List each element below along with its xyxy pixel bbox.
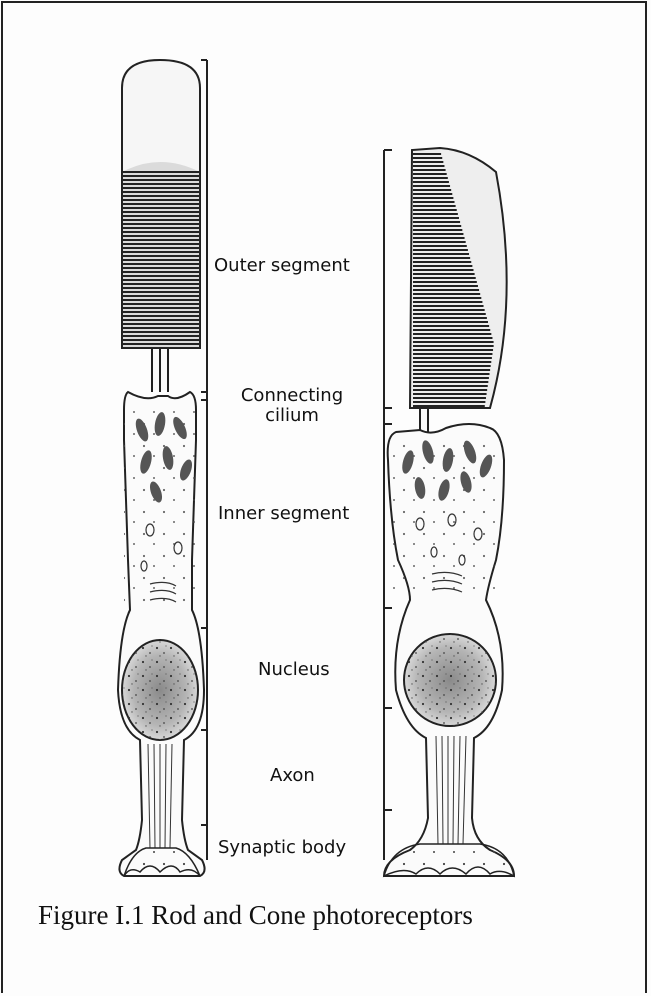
label-outer-segment: Outer segment [214, 256, 350, 276]
label-axon: Axon [270, 766, 315, 786]
rod-cell [118, 60, 205, 876]
label-synaptic-body: Synaptic body [218, 838, 346, 858]
rod-scale-bracket [201, 60, 207, 860]
cone-cell [384, 148, 514, 876]
figure-caption: Figure I.1 Rod and Cone photoreceptors [38, 900, 473, 931]
rod-connecting-cilium [152, 348, 168, 392]
label-nucleus: Nucleus [258, 660, 330, 680]
label-inner-segment: Inner segment [218, 504, 349, 524]
label-connecting: Connecting [232, 386, 352, 406]
cone-connecting-cilium [420, 408, 428, 432]
label-cilium: cilium [232, 406, 352, 426]
